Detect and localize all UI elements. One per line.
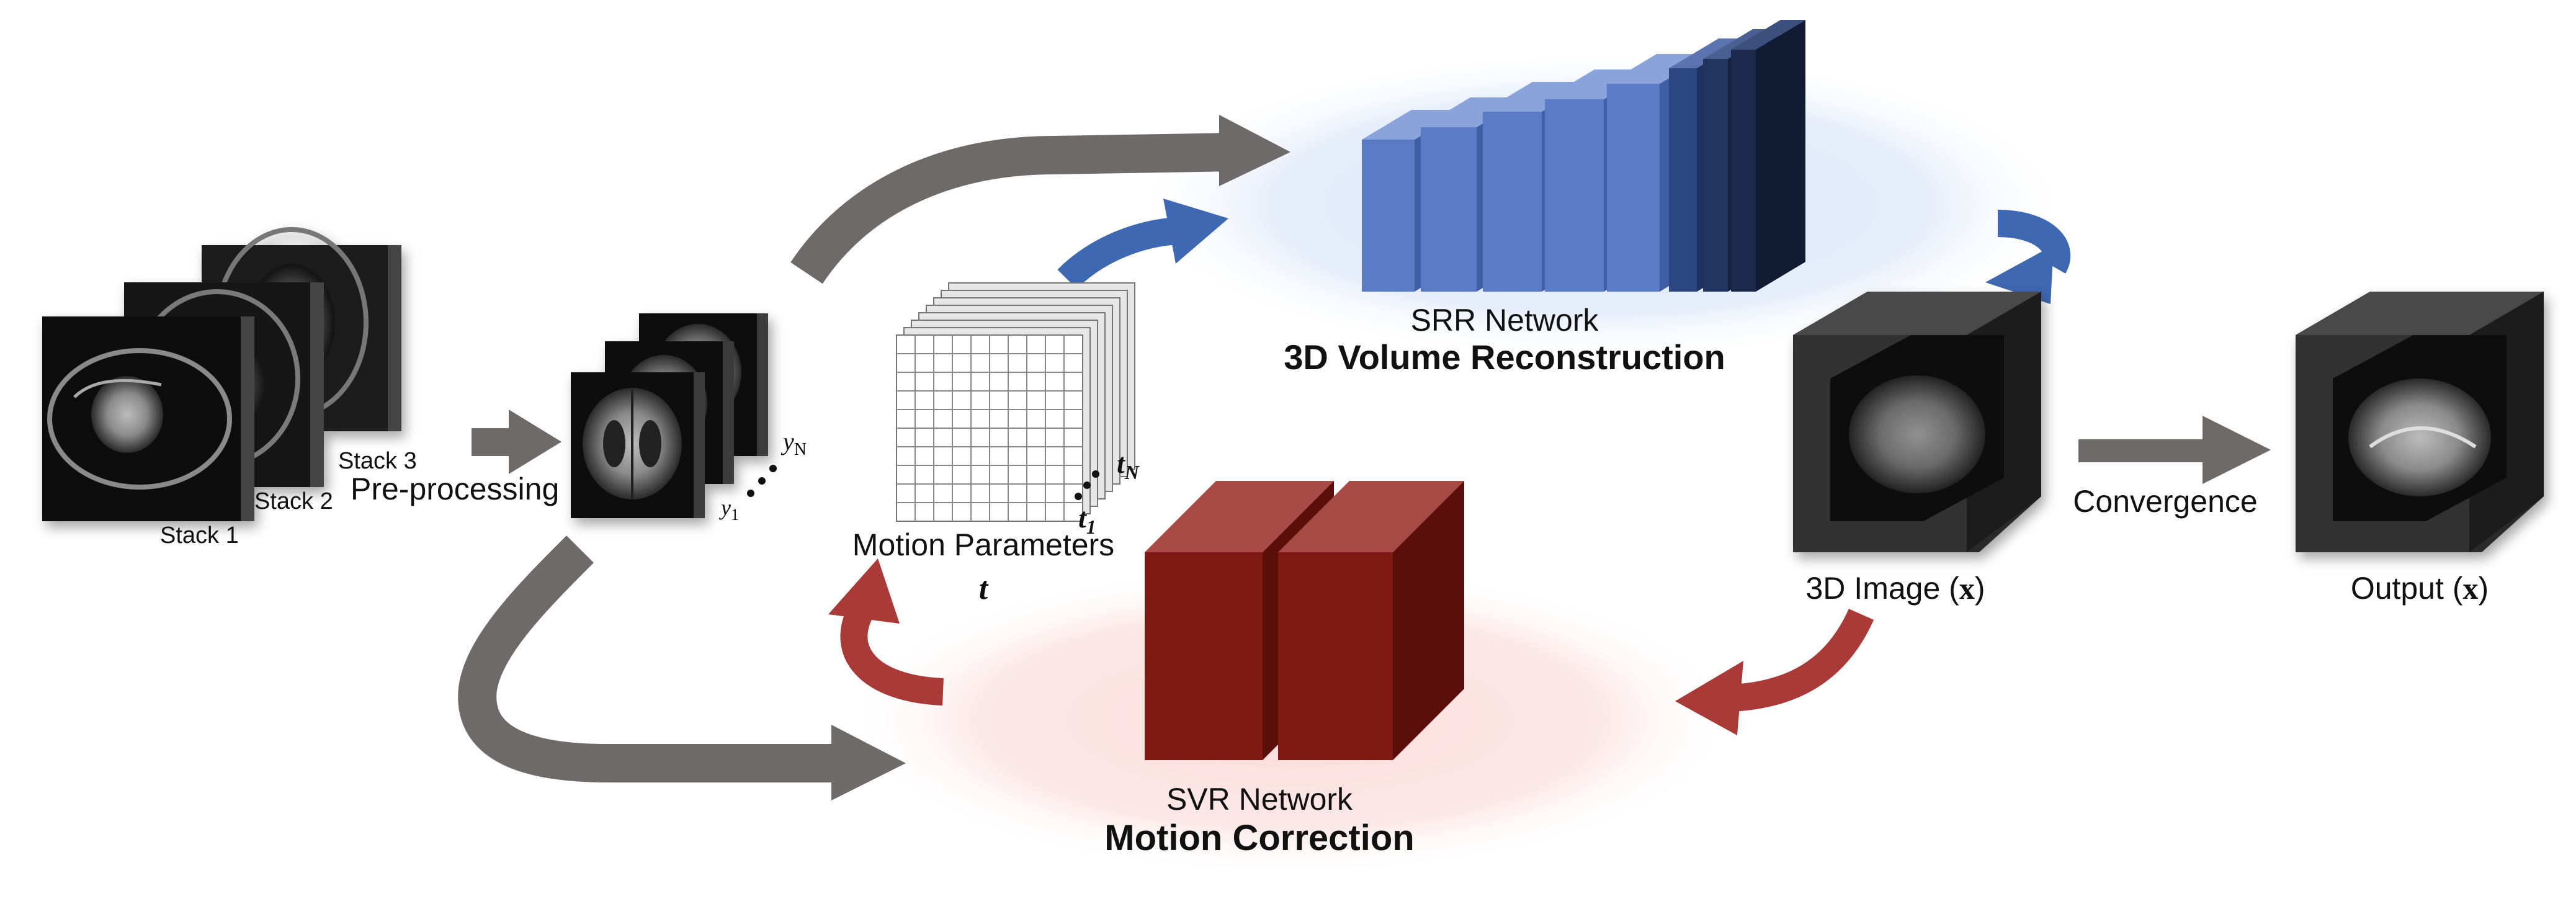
grid-ellipsis [1075,470,1099,500]
blue-arrow-srr-to-image [1985,210,2071,304]
label-preprocessing: Pre-processing [351,472,559,506]
label-stack-3: Stack 3 [338,448,417,474]
label-output: Output (x) [2351,571,2489,606]
label-motion-t: t [979,571,989,606]
label-y-n: yN [780,428,807,459]
label-y-1: y1 [719,495,739,524]
gray-arrow-top [790,115,1290,284]
red-arrow-image-to-svr [1675,608,1874,735]
label-stack-2: Stack 2 [254,488,333,514]
motion-parameter-grid-icon [896,282,1135,522]
slice-ellipsis [747,465,777,497]
label-svr-network: SVR Network [1166,782,1353,817]
label-motion-correction: Motion Correction [1104,818,1414,858]
srr-network-blocks [1362,20,1805,292]
mri-slice-stack-icon [42,227,401,521]
label-convergence: Convergence [2073,484,2257,519]
red-arrow-svr-to-grid [828,558,944,706]
brain-slice-icon [571,313,768,518]
blue-arrow-grid-to-srr [1057,199,1228,289]
label-t-n: tN [1117,447,1140,483]
brain-volume-cube-icon [1793,292,2041,552]
label-volume-reconstruction: 3D Volume Reconstruction [1284,338,1725,377]
label-t-1: t1 [1078,502,1096,538]
output-cube-icon [2296,292,2544,552]
gray-arrow-bottom [458,535,906,800]
gray-arrow-convergence [2078,416,2271,484]
label-motion-parameters: Motion Parameters [852,527,1114,562]
label-stack-1: Stack 1 [160,522,239,549]
gray-arrow-preprocess [472,410,561,474]
label-srr-network: SRR Network [1411,303,1599,338]
svr-network-blocks [1145,481,1464,760]
label-3d-image: 3D Image (x) [1806,571,1985,606]
